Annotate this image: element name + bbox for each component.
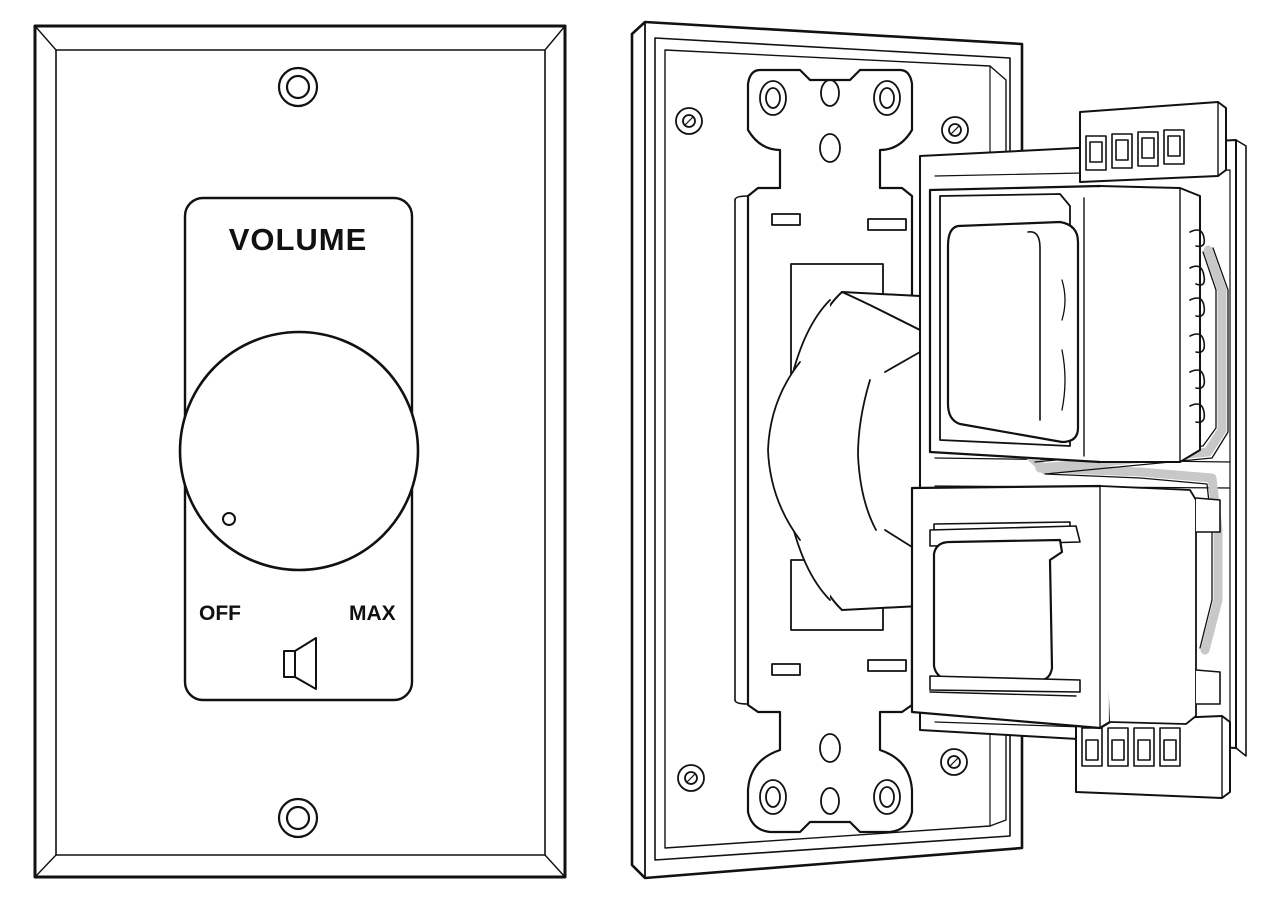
- knob-indicator-dot: [222, 512, 236, 526]
- plate-screw-icon: [941, 116, 969, 144]
- volume-title: VOLUME: [229, 222, 368, 257]
- terminal-screw-slot-icon: [1081, 727, 1181, 767]
- top-screw-icon: [277, 66, 319, 108]
- speaker-icon: [283, 637, 317, 690]
- lower-transformer: [910, 484, 1221, 730]
- front-view: VOLUME OFF MAX: [33, 24, 567, 879]
- bevel-corner: [34, 854, 57, 878]
- off-label: OFF: [199, 602, 241, 625]
- yoke-hole-icon: [759, 79, 901, 815]
- yoke-slot-icon: [771, 213, 907, 676]
- potentiometer-body: [767, 291, 921, 611]
- top-terminal-block: [1079, 101, 1227, 183]
- upper-transformer: [928, 184, 1201, 464]
- backbox-edge: [734, 195, 749, 705]
- plate-screw-icon: [940, 748, 968, 776]
- bevel-corner: [544, 25, 566, 51]
- max-label: MAX: [349, 602, 396, 625]
- bottom-screw-icon: [277, 797, 319, 839]
- rear-plate-side: [631, 21, 646, 879]
- plate-screw-icon: [675, 107, 703, 135]
- bevel-corner: [34, 25, 57, 51]
- volume-knob[interactable]: [178, 330, 420, 572]
- bottom-terminal-block: [1075, 715, 1231, 799]
- rear-view: [630, 20, 1247, 880]
- rear-plate-inner-rim: [654, 37, 1011, 861]
- bevel-corner: [544, 854, 566, 878]
- plate-screw-icon: [677, 764, 705, 792]
- wall-plate-bevel: [55, 49, 546, 856]
- transformer-lead-icon: [1189, 229, 1206, 424]
- circuit-board-edge: [1235, 139, 1247, 757]
- terminal-screw-slot-icon: [1085, 129, 1185, 171]
